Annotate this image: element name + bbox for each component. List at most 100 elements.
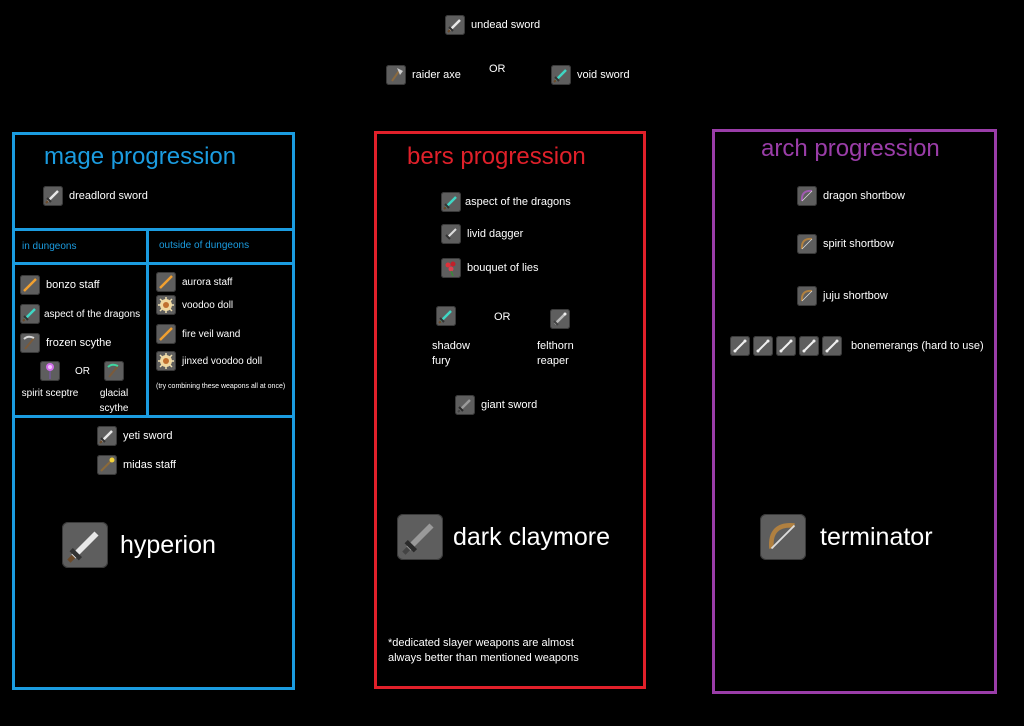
reaper-icon	[550, 309, 570, 329]
aotd-mage-item: aspect of the dragons	[20, 304, 140, 324]
shadow-fury-line-2: fury	[432, 355, 451, 367]
bers-title: bers progression	[407, 143, 586, 170]
terminator-final: terminator	[760, 514, 933, 560]
midas-staff-icon	[97, 455, 117, 475]
raider-axe-item: raider axe	[386, 65, 461, 85]
mage-divider-3	[12, 415, 295, 418]
fire-veil-wand-item: fire veil wand	[156, 324, 240, 344]
teal-sword-icon	[436, 306, 456, 326]
felthorn-line-1: felthorn	[537, 340, 574, 352]
arch-item-label: dragon shortbow	[823, 190, 905, 202]
bone-icon	[730, 336, 750, 356]
slayer-note: *dedicated slayer weapons are almost alw…	[388, 636, 579, 666]
raider-axe-label: raider axe	[412, 69, 461, 81]
combine-note: (try combining these weapons all at once…	[156, 383, 286, 390]
out-item-label: aurora staff	[182, 276, 233, 288]
mage-progression-panel	[12, 132, 295, 690]
bouquet-icon	[441, 258, 461, 278]
spirit-sceptre-item: spirit sceptre	[18, 361, 82, 401]
scythe-icon	[20, 333, 40, 353]
midas-label: midas staff	[123, 459, 176, 471]
claymore-label: dark claymore	[453, 522, 610, 551]
dreadlord-label: dreadlord sword	[69, 190, 148, 202]
midas-staff-item: midas staff	[97, 455, 176, 475]
undead-sword-label: undead sword	[471, 19, 541, 31]
arch-item-label: spirit shortbow	[823, 238, 894, 250]
outside-dungeons-heading: outside of dungeons	[159, 240, 250, 251]
bonemerangs-item: bonemerangs (hard to use)	[730, 336, 984, 356]
shadow-fury-line-1: shadow	[432, 340, 470, 352]
voodoo-doll-item: voodoo doll	[156, 295, 233, 315]
bow-icon	[797, 186, 817, 206]
out-item-label: fire veil wand	[182, 328, 241, 340]
bers-item-label: livid dagger	[467, 228, 524, 240]
jinxed-voodoo-item: jinxed voodoo doll	[156, 351, 262, 371]
felthorn-item	[550, 309, 570, 334]
felthorn-line-2: reaper	[537, 355, 569, 367]
yeti-label: yeti sword	[123, 430, 173, 442]
dagger-icon	[441, 224, 461, 244]
arch-progression-panel	[712, 129, 997, 694]
glacial-scythe-label: glacial scythe	[99, 388, 129, 414]
voodoo-doll-icon	[156, 295, 176, 315]
spirit-sceptre-label: spirit sceptre	[21, 388, 79, 399]
felthorn-label: felthorn reaper	[537, 339, 574, 369]
juju-shortbow-item: juju shortbow	[797, 286, 888, 306]
wand-icon	[156, 324, 176, 344]
in-item-label: aspect of the dragons	[44, 308, 141, 320]
arch-title: arch progression	[761, 135, 940, 162]
sceptre-icon	[40, 361, 60, 381]
dreadlord-sword-icon	[43, 186, 63, 206]
bouquet-item: bouquet of lies	[441, 258, 539, 278]
dragon-shortbow-item: dragon shortbow	[797, 186, 905, 206]
glacial-scythe-item: glacial scythe	[84, 361, 144, 416]
sword-icon	[455, 395, 475, 415]
top-or-label: OR	[489, 63, 506, 75]
slayer-note-line-1: *dedicated slayer weapons are almost	[388, 637, 574, 649]
in-dungeons-heading: in dungeons	[22, 241, 77, 252]
bonemerangs-label: bonemerangs (hard to use)	[851, 340, 984, 352]
livid-dagger-item: livid dagger	[441, 224, 523, 244]
yeti-sword-item: yeti sword	[97, 426, 173, 446]
bers-progression-panel	[374, 131, 646, 689]
bow-icon	[797, 234, 817, 254]
giant-sword-item: giant sword	[455, 395, 537, 415]
arch-item-label: juju shortbow	[823, 290, 888, 302]
out-item-label: voodoo doll	[182, 299, 234, 311]
out-item-label: jinxed voodoo doll	[182, 355, 263, 367]
dark-claymore-final: dark claymore	[397, 514, 610, 560]
aotd-bers-item: aspect of the dragons	[441, 192, 571, 212]
giant-label: giant sword	[481, 399, 538, 411]
dreadlord-item: dreadlord sword	[43, 186, 148, 206]
bone-icon	[822, 336, 842, 356]
mage-title: mage progression	[44, 143, 237, 170]
mage-divider-2	[12, 262, 295, 265]
teal-sword-icon	[20, 304, 40, 324]
slayer-note-line-2: always better than mentioned weapons	[388, 652, 579, 664]
shadow-fury-label: shadow fury	[432, 339, 470, 369]
staff-icon	[156, 272, 176, 292]
teal-sword-icon	[441, 192, 461, 212]
in-item-label: frozen scythe	[46, 337, 112, 349]
terminator-label: terminator	[820, 522, 933, 551]
mage-divider-1	[12, 228, 295, 231]
void-sword-item: void sword	[551, 65, 630, 85]
hyperion-label: hyperion	[120, 530, 216, 559]
shadow-fury-item	[436, 306, 456, 331]
bone-icon	[776, 336, 796, 356]
void-sword-icon	[551, 65, 571, 85]
frozen-scythe-item: frozen scythe	[20, 333, 111, 353]
terminator-bow-icon	[760, 514, 806, 560]
undead-sword-item: undead sword	[445, 15, 540, 35]
aurora-staff-item: aurora staff	[156, 272, 232, 292]
void-sword-label: void sword	[577, 69, 630, 81]
bonzo-staff-item: bonzo staff	[20, 275, 100, 295]
bow-icon	[797, 286, 817, 306]
hyperion-sword-icon	[62, 522, 108, 568]
spirit-shortbow-item: spirit shortbow	[797, 234, 894, 254]
bone-icon	[799, 336, 819, 356]
staff-icon	[20, 275, 40, 295]
glacial-scythe-icon	[104, 361, 124, 381]
voodoo-doll-icon	[156, 351, 176, 371]
bers-or-label: OR	[494, 311, 511, 323]
